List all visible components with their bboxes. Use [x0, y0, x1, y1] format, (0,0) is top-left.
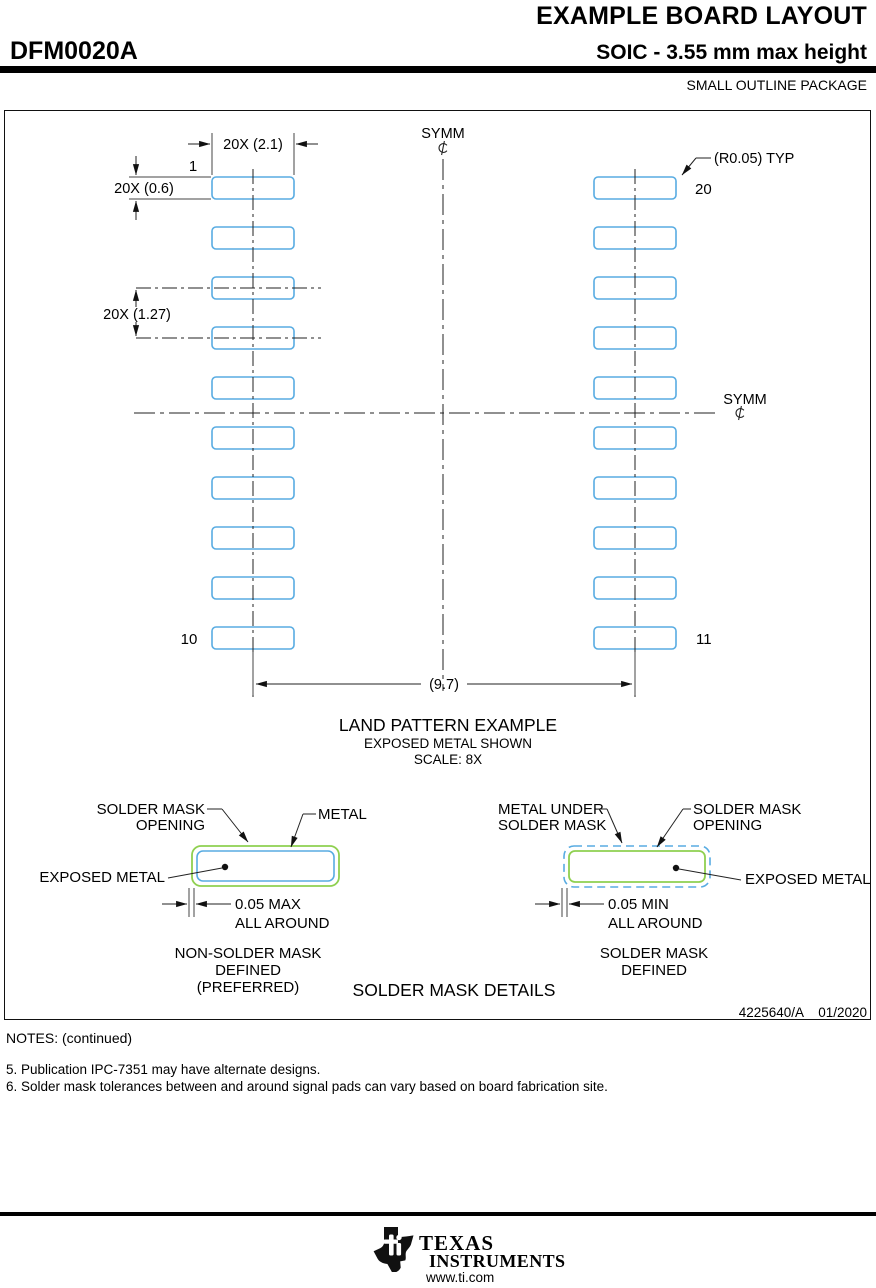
pin-1-label: 1 — [189, 158, 197, 175]
brand-texas: TEXAS — [419, 1231, 495, 1255]
solder-mask-opening-outline — [191, 845, 340, 887]
ti-url: www.ti.com — [426, 1270, 495, 1285]
nsmd-dim-value: 0.05 MAX — [235, 896, 301, 913]
dim-pad-width: 20X (2.1) — [188, 133, 318, 175]
drawing-date: 01/2020 — [818, 1005, 867, 1019]
nsmd-caption: NON-SOLDER MASK — [175, 945, 322, 962]
dim-pad-height: 20X (0.6) — [114, 156, 211, 220]
metal-label: METAL — [318, 806, 367, 823]
svg-text:SOLDER MASK: SOLDER MASK — [498, 817, 606, 834]
solder-mask-opening-label: SOLDER MASK — [693, 801, 801, 818]
metal-under-mask-label: METAL UNDER — [498, 801, 604, 818]
solder-mask-opening-label: SOLDER MASK — [97, 801, 205, 818]
part-number: DFM0020A — [10, 37, 138, 65]
svg-text:DEFINED: DEFINED — [621, 962, 687, 979]
ti-logo-icon — [372, 1226, 416, 1277]
drawing-frame: 20X (2.1) 20X (0.6) 20X (1.27) (9.7) (R0… — [4, 110, 871, 1020]
package-subtitle: SOIC - 3.55 mm max height — [596, 41, 867, 64]
dim-pitch: 20X (1.27) — [103, 289, 171, 337]
note-item: 5. Publication IPC-7351 may have alterna… — [6, 1062, 321, 1077]
corner-radius-label: (R0.05) TYP — [714, 151, 794, 167]
exposed-metal-dot — [672, 864, 680, 872]
smd-detail: EXPOSED METAL METAL UNDER SOLDER MASK SO… — [498, 801, 871, 979]
exposed-metal-dot — [221, 863, 229, 871]
pin-11-label: 11 — [696, 631, 712, 648]
metal-under-mask-outline — [563, 845, 711, 888]
nsmd-detail: EXPOSED METAL SOLDER MASK OPENING METAL … — [39, 801, 367, 996]
header-rule — [0, 66, 876, 73]
symm-label-top: SYMM — [421, 126, 465, 142]
pin-10-label: 10 — [181, 631, 198, 648]
exposed-metal-label: EXPOSED METAL — [39, 869, 165, 886]
brand-instruments: INSTRUMENTS — [429, 1251, 566, 1271]
smd-dim-note: ALL AROUND — [608, 915, 703, 932]
smd-dim-value: 0.05 MIN — [608, 896, 669, 913]
package-type: SMALL OUTLINE PACKAGE — [686, 77, 868, 93]
exposed-metal-label: EXPOSED METAL — [745, 871, 870, 888]
pin-20-label: 20 — [695, 181, 712, 198]
dim-pitch-label: 20X (1.27) — [103, 307, 171, 323]
solder-mask-details-title: SOLDER MASK DETAILS — [353, 980, 556, 1000]
dim-pad-height-label: 20X (0.6) — [114, 181, 174, 197]
land-pattern-drawing: 20X (2.1) 20X (0.6) 20X (1.27) (9.7) (R0… — [39, 126, 871, 1020]
notes-heading: NOTES: (continued) — [6, 1030, 133, 1046]
svg-text:OPENING: OPENING — [136, 817, 205, 834]
land-pattern-subtitle: EXPOSED METAL SHOWN — [364, 736, 532, 751]
dim-span-label: (9.7) — [429, 677, 459, 693]
metal-pad-outline — [196, 850, 335, 882]
symm-label-right: SYMM — [723, 392, 767, 408]
dim-span: (9.7) — [252, 652, 636, 695]
svg-text:(PREFERRED): (PREFERRED) — [197, 979, 300, 996]
corner-radius-callout: (R0.05) TYP — [681, 151, 794, 176]
nsmd-dim-note: ALL AROUND — [235, 915, 330, 932]
land-pattern-title: LAND PATTERN EXAMPLE — [339, 715, 557, 735]
smd-caption: SOLDER MASK — [600, 945, 708, 962]
land-pattern-scale: SCALE: 8X — [414, 752, 482, 767]
svg-text:OPENING: OPENING — [693, 817, 762, 834]
footer-rule — [0, 1212, 876, 1216]
drawing-number: 4225640/A — [739, 1005, 804, 1019]
note-item: 6. Solder mask tolerances between and ar… — [6, 1079, 608, 1094]
solder-mask-opening-outline — [568, 850, 706, 883]
dim-pad-width-label: 20X (2.1) — [223, 137, 283, 153]
page-title: EXAMPLE BOARD LAYOUT — [536, 2, 867, 30]
svg-text:DEFINED: DEFINED — [215, 962, 281, 979]
